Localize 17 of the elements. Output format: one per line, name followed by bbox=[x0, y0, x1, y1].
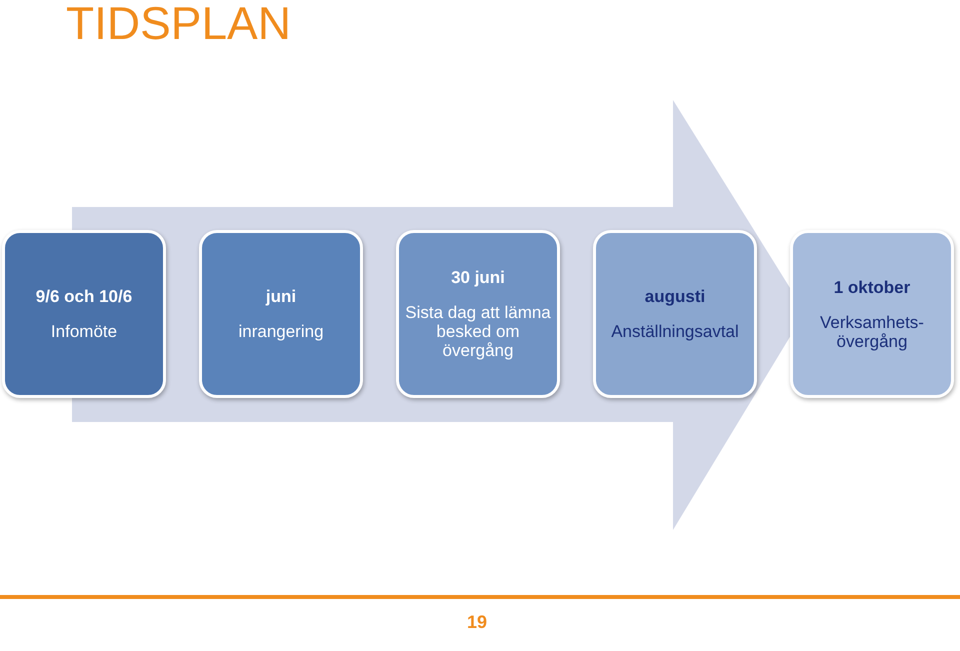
event-text: Infomöte bbox=[50, 322, 118, 341]
timeline-box bbox=[2, 230, 166, 398]
timeline-box bbox=[199, 230, 363, 398]
event-text: inrangering bbox=[238, 322, 324, 341]
timeline-box bbox=[396, 230, 560, 398]
timeline-box bbox=[790, 230, 954, 398]
title: TIDSPLAN bbox=[66, 0, 291, 50]
event-text: Sista dag att lämna besked om övergång bbox=[405, 303, 551, 360]
event-text: Anställningsavtal bbox=[611, 322, 739, 341]
timeline-box bbox=[593, 230, 757, 398]
event-text: Verksamhets-övergång bbox=[819, 312, 925, 350]
date-heading: augusti bbox=[644, 287, 706, 306]
date-heading: 1 oktober bbox=[834, 278, 910, 296]
page-number: 19 bbox=[467, 612, 488, 633]
date-heading: 30 juni bbox=[451, 268, 505, 287]
date-heading: juni bbox=[266, 287, 296, 306]
date-heading: 9/6 och 10/6 bbox=[36, 287, 132, 306]
